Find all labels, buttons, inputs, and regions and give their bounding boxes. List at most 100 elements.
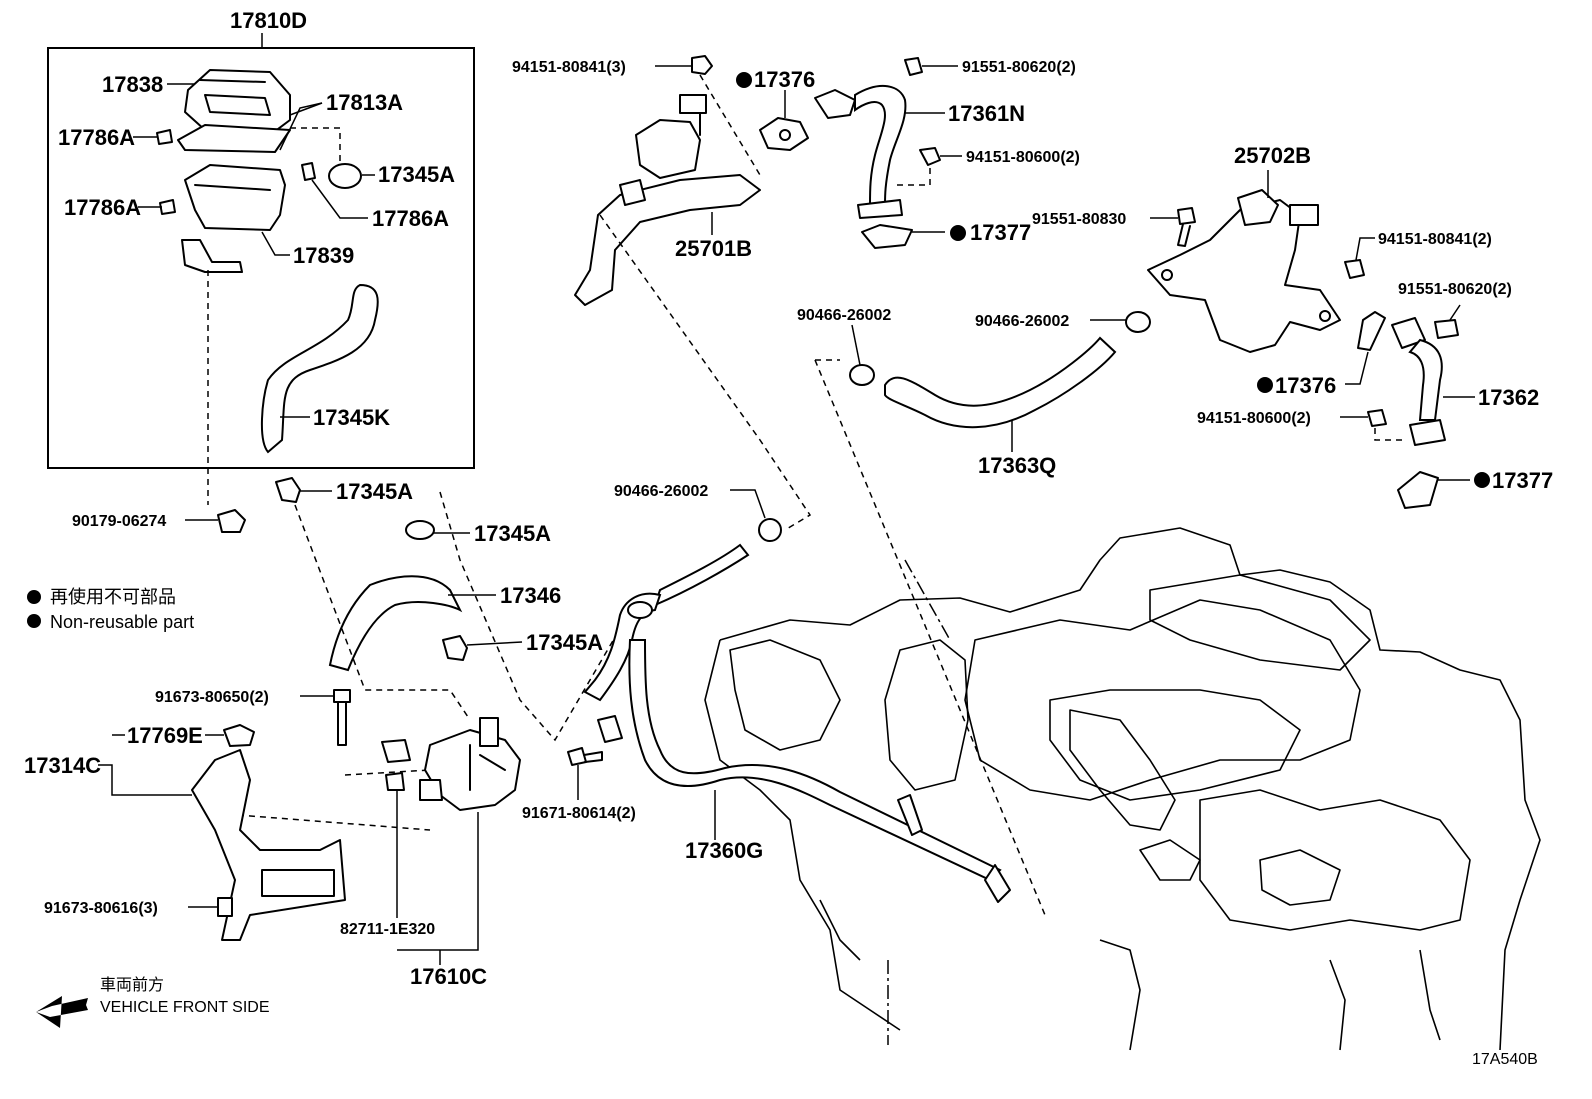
air-pump-17610C: [381, 717, 521, 811]
clamp-17345A-1: [275, 477, 301, 503]
clamp-90466-26002-a: [849, 364, 875, 386]
non-reusable-dot-17376-2: [1257, 377, 1273, 393]
label-17345A-3: 17345A: [474, 521, 551, 546]
hose-17345K: [260, 283, 379, 454]
nut-94151-80841-2: [1344, 259, 1365, 279]
label-17769E: 17769E: [127, 723, 203, 748]
bracket-17314C: [191, 749, 346, 941]
bracket-17839: [181, 239, 243, 273]
non-reusable-dot-17377-1: [950, 225, 966, 241]
label-17839: 17839: [293, 243, 354, 268]
part-17813A-element: [177, 124, 291, 153]
part-17839-case: [184, 164, 286, 231]
pipe-17362: [1391, 317, 1446, 446]
part-17838-cover: [184, 69, 291, 136]
pipe-17360G: [583, 543, 1011, 903]
legend: 再使用不可部品 Non-reusable part: [50, 587, 194, 632]
label-17376-1: 17376: [754, 67, 815, 92]
gasket-17376-1: [759, 117, 809, 151]
label-17610C: 17610C: [410, 964, 487, 989]
kit-box-17810D: [47, 47, 475, 469]
clip-17786A-lower: [159, 199, 176, 215]
label-91551-80620-1: 91551-80620(2): [962, 59, 1076, 76]
part-labels: 17810D 17838 17813A 17786A 17345A 17786A…: [24, 8, 1553, 989]
clip-17786A-right: [301, 162, 316, 181]
vehicle-front-note: 車両前方 VEHICLE FRONT SIDE: [100, 976, 270, 1016]
hose-17363Q: [884, 336, 1117, 429]
legend-text-en: Non-reusable part: [50, 612, 194, 632]
engine-outline: [704, 527, 1541, 1051]
valve-25701B: [574, 94, 761, 306]
label-25702B: 25702B: [1234, 143, 1311, 168]
label-17786A-2: 17786A: [372, 206, 449, 231]
label-17363Q: 17363Q: [978, 453, 1056, 478]
label-17361N: 17361N: [948, 101, 1025, 126]
nut-94151-80600-2: [1367, 409, 1387, 427]
clamp-90466-26002-c: [758, 518, 782, 542]
label-90179-06274: 90179-06274: [72, 513, 166, 530]
clamp-90466-26002-b: [1125, 311, 1151, 333]
label-17346: 17346: [500, 583, 561, 608]
hose-17346: [328, 575, 463, 672]
label-17786A-1: 17786A: [58, 125, 135, 150]
nut-94151-80600-1: [919, 147, 941, 166]
label-94151-80841-2: 94151-80841(2): [1378, 231, 1492, 248]
diagram-ref-code: 17A540B: [1472, 1051, 1538, 1068]
non-reusable-dot-17377-2: [1474, 472, 1490, 488]
label-17838: 17838: [102, 72, 163, 97]
grommet-90179-06274: [217, 509, 246, 533]
legend-dot-en: [27, 614, 41, 628]
label-82711-1E320: 82711-1E320: [340, 921, 435, 938]
clamp-17345A-3: [442, 635, 468, 661]
label-90466-26002-b: 90466-26002: [975, 313, 1069, 330]
legend-text-jp: 再使用不可部品: [50, 587, 176, 607]
label-17377-2: 17377: [1492, 468, 1553, 493]
valve-25702B: [1147, 189, 1341, 353]
vehicle-front-jp: 車両前方: [100, 976, 164, 994]
vehicle-front-en: VEHICLE FRONT SIDE: [100, 999, 270, 1016]
gasket-17376-2: [1357, 311, 1386, 351]
label-17345A-2: 17345A: [336, 479, 413, 504]
label-17345A-4: 17345A: [526, 630, 603, 655]
label-91551-80830: 91551-80830: [1032, 211, 1126, 228]
label-25701B: 25701B: [675, 236, 752, 261]
bolt-91673-80616: [217, 897, 233, 917]
bolt-91673-80650: [333, 689, 351, 746]
label-90466-26002-c: 90466-26002: [614, 483, 708, 500]
legend-dot-jp: [27, 590, 41, 604]
label-17360G: 17360G: [685, 838, 763, 863]
label-90466-26002-a: 90466-26002: [797, 307, 891, 324]
gasket-17377-1: [861, 224, 913, 249]
label-17786A-3: 17786A: [64, 195, 141, 220]
label-91673-80650: 91673-80650(2): [155, 689, 269, 706]
label-94151-80841-3: 94151-80841(3): [512, 59, 626, 76]
connector-82711-1E320: [385, 772, 405, 791]
vehicle-front-arrow-icon: [36, 996, 88, 1028]
non-reusable-dot-17376-1: [736, 72, 752, 88]
bolt-91551-80620-1: [904, 57, 923, 76]
label-91671-80614: 91671-80614(2): [522, 805, 636, 822]
clamp-17345A-2: [405, 520, 435, 540]
label-17314C: 17314C: [24, 753, 101, 778]
label-94151-80600-1: 94151-80600(2): [966, 149, 1080, 166]
label-17376-2: 17376: [1275, 373, 1336, 398]
label-17813A: 17813A: [326, 90, 403, 115]
label-17810D: 17810D: [230, 8, 307, 33]
label-91673-80616: 91673-80616(3): [44, 900, 158, 917]
clamp-17345A-box: [328, 163, 362, 189]
bolt-91551-80620-2: [1434, 319, 1459, 339]
bolt-91671-80614: [567, 747, 603, 766]
gasket-17377-2: [1397, 471, 1439, 509]
label-94151-80600-2: 94151-80600(2): [1197, 410, 1311, 427]
pipe-17361N: [814, 84, 907, 219]
label-17377-1: 17377: [970, 220, 1031, 245]
nut-94151-80841-3: [691, 55, 713, 75]
label-17362: 17362: [1478, 385, 1539, 410]
label-17345A-1: 17345A: [378, 162, 455, 187]
label-17345K: 17345K: [313, 405, 390, 430]
bolt-91551-80830: [1177, 207, 1196, 247]
grommet-17769E: [223, 724, 255, 747]
clip-17786A-upper: [156, 129, 173, 145]
label-91551-80620-2: 91551-80620(2): [1398, 281, 1512, 298]
